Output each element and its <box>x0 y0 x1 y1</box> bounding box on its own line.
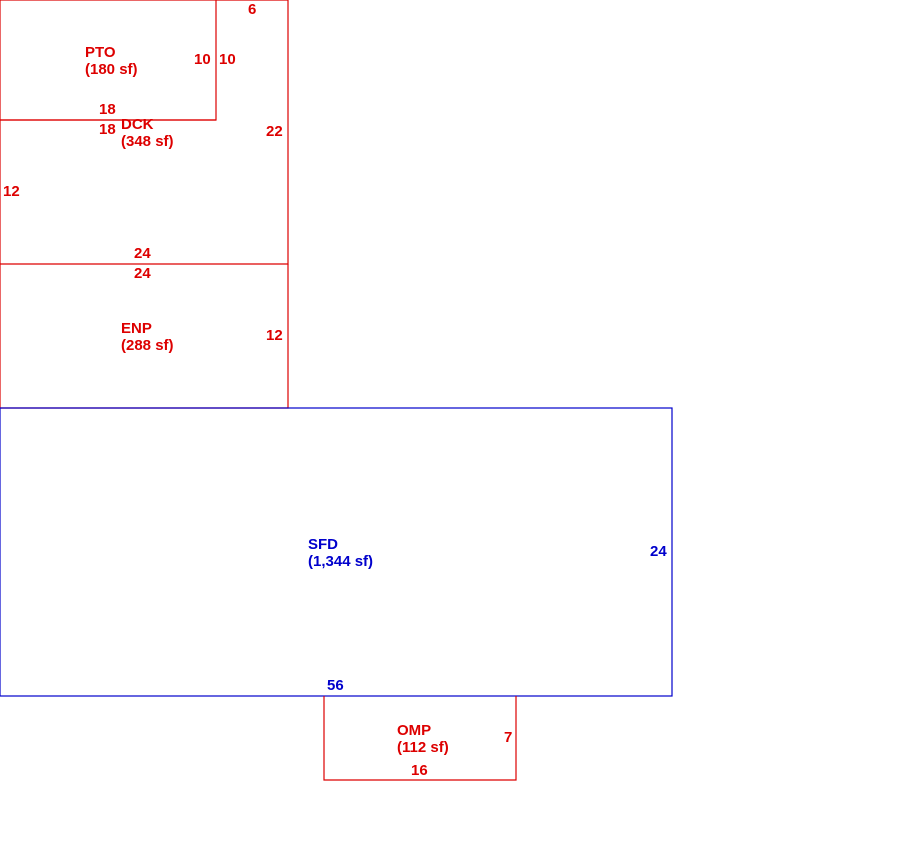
dck-dim-bottom: 24 <box>134 245 151 262</box>
dck-dim-right: 22 <box>266 123 283 140</box>
pto-dim-right: 10 <box>194 51 211 68</box>
dck-dim-inner-left: 10 <box>219 51 236 68</box>
area-enp: ENP (288 sf) 24 12 <box>0 264 289 409</box>
pto-dim-bottom: 18 <box>99 101 116 118</box>
dck-area: (348 sf) <box>121 133 174 150</box>
dck-dim-top: 6 <box>248 1 256 18</box>
enp-dim-top: 24 <box>134 265 151 282</box>
enp-area: (288 sf) <box>121 337 174 354</box>
sfd-dim-right: 24 <box>650 543 667 560</box>
dck-outline <box>0 0 289 265</box>
area-omp: OMP (112 sf) 7 16 <box>323 696 517 781</box>
sfd-outline <box>0 407 673 697</box>
enp-code: ENP <box>121 320 152 337</box>
pto-code: PTO <box>85 44 116 61</box>
sfd-code: SFD <box>308 536 338 553</box>
omp-code: OMP <box>397 722 431 739</box>
omp-outline <box>323 696 517 781</box>
dck-dim-inner-top: 18 <box>99 121 116 138</box>
omp-dim-right: 7 <box>504 729 512 746</box>
enp-dim-right: 12 <box>266 327 283 344</box>
area-sfd: SFD (1,344 sf) 24 56 <box>0 407 673 697</box>
sfd-dim-bottom: 56 <box>327 677 344 694</box>
omp-dim-bottom: 16 <box>411 762 428 779</box>
dck-code: DCK <box>121 116 154 133</box>
area-dck: DCK (348 sf) 6 10 22 18 12 24 <box>0 0 289 265</box>
pto-area: (180 sf) <box>85 61 138 78</box>
omp-area: (112 sf) <box>397 739 449 756</box>
sfd-area: (1,344 sf) <box>308 553 373 570</box>
dck-dim-left: 12 <box>3 183 20 200</box>
area-pto: PTO (180 sf) 10 18 <box>0 0 217 121</box>
